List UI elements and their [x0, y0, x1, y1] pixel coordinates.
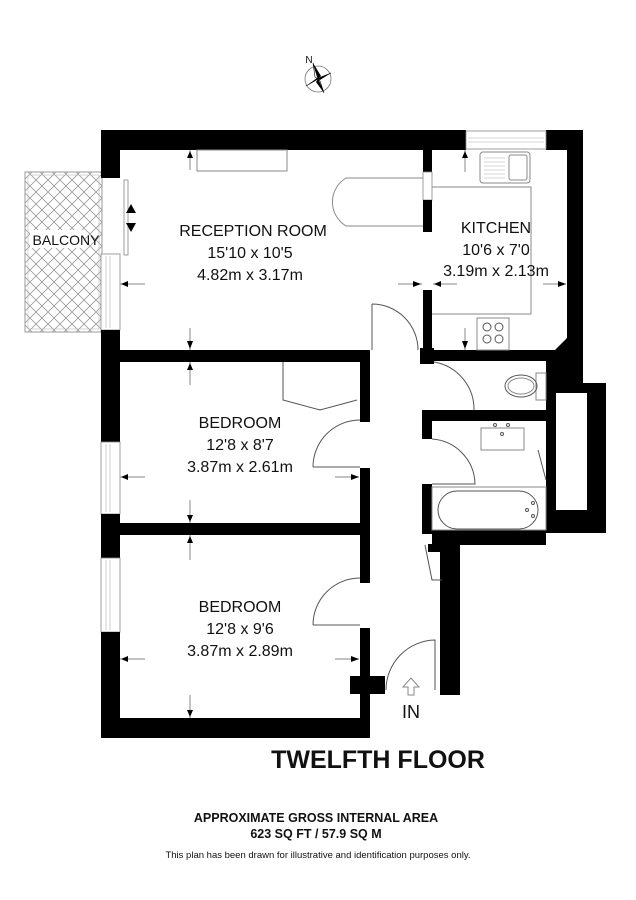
walls: [100, 130, 606, 738]
room-imperial: 10'6 x 7'0: [462, 242, 530, 259]
bath-icon: [431, 486, 547, 531]
room-name: BEDROOM: [199, 599, 282, 616]
disclaimer: This plan has been drawn for illustrativ…: [165, 850, 470, 861]
room-kitchen: KITCHEN 10'6 x 7'0 3.19m x 2.13m: [443, 220, 549, 280]
basin-icon: [480, 423, 525, 451]
room-imperial: 15'10 x 10'5: [207, 245, 292, 262]
area-value: 623 SQ FT / 57.9 SQ M: [250, 827, 381, 841]
room-name: RECEPTION ROOM: [179, 223, 327, 240]
floor-title: TWELFTH FLOOR: [271, 746, 485, 774]
entrance-arrow-icon: [401, 677, 421, 696]
room-metric: 3.19m x 2.13m: [443, 263, 549, 280]
sink-icon: [479, 151, 531, 184]
room-metric: 3.87m x 2.61m: [187, 459, 293, 476]
room-imperial: 12'8 x 9'6: [206, 621, 274, 638]
toilet-icon: [504, 372, 547, 401]
room-bedroom-1: BEDROOM 12'8 x 8'7 3.87m x 2.61m: [187, 415, 293, 476]
room-imperial: 12'8 x 8'7: [206, 437, 274, 454]
room-reception: RECEPTION ROOM 15'10 x 10'5 4.82m x 3.17…: [179, 223, 327, 284]
balcony-label: BALCONY: [33, 232, 101, 248]
dimension-markers: [120, 150, 566, 718]
room-bedroom-2: BEDROOM 12'8 x 9'6 3.87m x 2.89m: [187, 599, 293, 660]
room-name: KITCHEN: [461, 220, 531, 237]
fixtures: [196, 149, 547, 531]
room-metric: 4.82m x 3.17m: [197, 267, 303, 284]
room-name: BEDROOM: [199, 415, 282, 432]
north-label: N: [305, 55, 312, 66]
entrance-label: IN: [402, 702, 420, 722]
area-heading: APPROXIMATE GROSS INTERNAL AREA: [194, 811, 438, 825]
room-metric: 3.87m x 2.89m: [187, 643, 293, 660]
compass-rose-icon: [304, 62, 332, 94]
hob-icon: [476, 317, 510, 351]
doors: [282, 303, 547, 691]
balcony: [24, 171, 103, 333]
